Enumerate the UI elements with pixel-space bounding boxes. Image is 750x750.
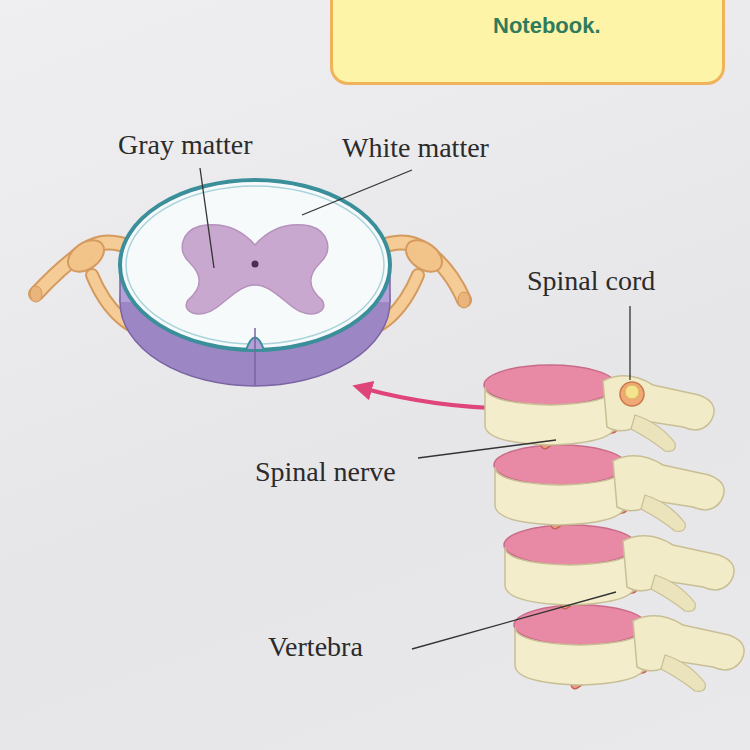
part-label: Vertebra <box>268 632 363 663</box>
part-label: Gray matter <box>118 130 253 161</box>
notebook-box: Notebook. <box>330 0 725 85</box>
part-label: White matter <box>342 133 489 164</box>
part-label: Spinal cord <box>527 266 655 297</box>
part-label: Spinal nerve <box>255 457 396 488</box>
note-heading: Notebook. <box>493 13 601 39</box>
